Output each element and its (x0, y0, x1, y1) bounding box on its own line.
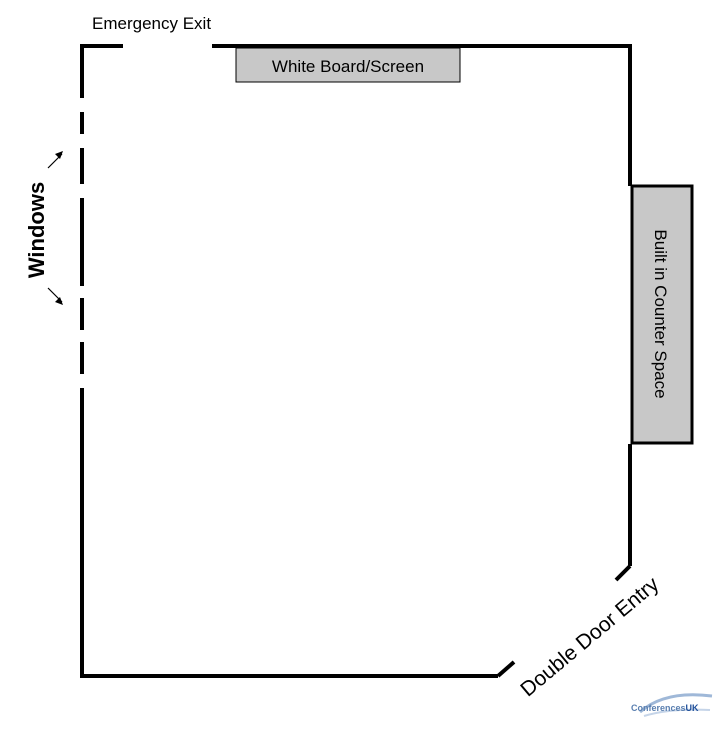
logo-swoosh-accent-icon (643, 708, 711, 717)
windows-arrows (47, 151, 63, 305)
logo-swoosh-icon (639, 693, 713, 714)
arrowhead-up-icon (55, 151, 63, 159)
logo-text-main: Conferences (631, 703, 686, 713)
whiteboard-label: White Board/Screen (272, 57, 424, 76)
room-walls (80, 44, 632, 678)
logo-text: ConferencesUK (631, 703, 699, 713)
arrowhead-down-icon (55, 297, 63, 305)
logo-text-uk: UK (686, 703, 699, 713)
emergency-exit-label: Emergency Exit (92, 14, 211, 33)
counter-box (630, 184, 694, 445)
entry-label: Double Door Entry (516, 572, 663, 701)
conferences-uk-logo: ConferencesUK (631, 693, 713, 717)
windows-label: Windows (24, 182, 49, 278)
counter-label: Built in Counter Space (651, 229, 670, 398)
entry-door-lower (496, 660, 516, 678)
whiteboard-box (235, 47, 461, 83)
entry-door-upper (614, 564, 632, 582)
